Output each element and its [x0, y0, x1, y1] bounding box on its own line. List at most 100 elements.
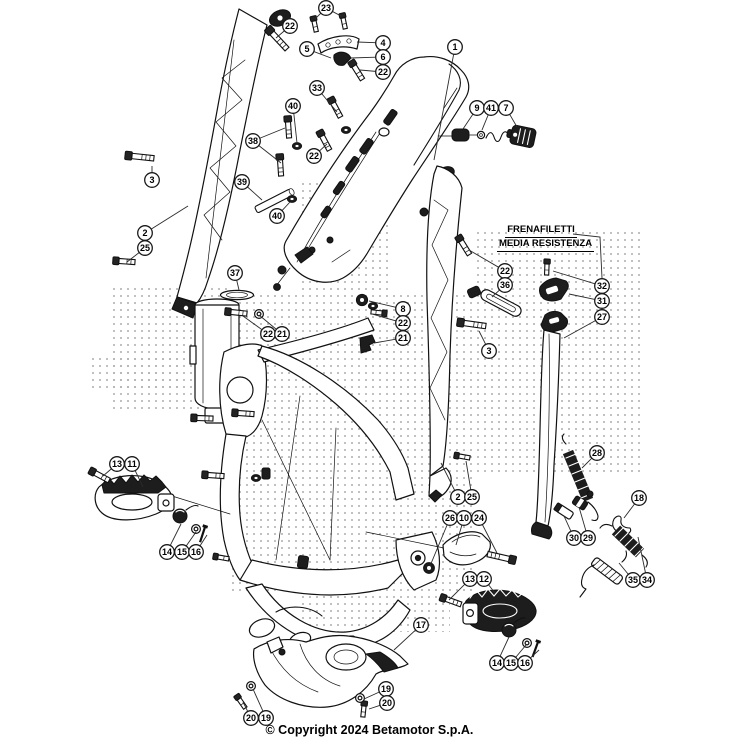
callout-22[interactable]: 22 — [395, 315, 411, 331]
callout-24[interactable]: 24 — [471, 510, 487, 526]
svg-text:19: 19 — [381, 684, 391, 694]
callout-22[interactable]: 22 — [260, 326, 276, 342]
callout-37[interactable]: 37 — [227, 265, 243, 281]
callout-1[interactable]: 1 — [447, 39, 463, 55]
svg-text:13: 13 — [465, 574, 475, 584]
part-seat-bracket — [317, 35, 360, 66]
callout-38[interactable]: 38 — [245, 133, 261, 149]
callout-20[interactable]: 20 — [379, 695, 395, 711]
callout-25[interactable]: 25 — [137, 240, 153, 256]
svg-text:9: 9 — [474, 103, 479, 113]
callout-7[interactable]: 7 — [498, 100, 514, 116]
bolt-20-right — [359, 700, 369, 718]
callout-27[interactable]: 27 — [594, 309, 610, 325]
callout-40[interactable]: 40 — [269, 208, 285, 224]
callout-3[interactable]: 3 — [144, 172, 160, 188]
svg-text:10: 10 — [459, 513, 469, 523]
callout-2[interactable]: 2 — [450, 489, 466, 505]
svg-text:21: 21 — [398, 333, 408, 343]
svg-text:17: 17 — [416, 620, 426, 630]
callout-14[interactable]: 14 — [159, 544, 175, 560]
callout-30[interactable]: 30 — [566, 530, 582, 546]
svg-text:1: 1 — [452, 42, 457, 52]
callout-22[interactable]: 22 — [375, 64, 391, 80]
svg-text:3: 3 — [149, 175, 154, 185]
svg-text:16: 16 — [520, 658, 530, 668]
svg-text:18: 18 — [634, 493, 644, 503]
svg-text:11: 11 — [127, 459, 137, 469]
svg-text:3: 3 — [486, 346, 491, 356]
callout-14[interactable]: 14 — [489, 655, 505, 671]
callout-32[interactable]: 32 — [594, 278, 610, 294]
callout-20[interactable]: 20 — [243, 710, 259, 726]
callout-4[interactable]: 4 — [375, 35, 391, 51]
svg-text:4: 4 — [380, 38, 385, 48]
svg-text:7: 7 — [503, 103, 508, 113]
washer-19-left — [246, 680, 256, 692]
callout-16[interactable]: 16 — [188, 544, 204, 560]
svg-text:23: 23 — [321, 3, 331, 13]
washer-33 — [340, 126, 352, 134]
callout-3[interactable]: 3 — [481, 343, 497, 359]
callout-13[interactable]: 13 — [462, 571, 478, 587]
callout-11[interactable]: 11 — [124, 456, 140, 472]
callout-28[interactable]: 28 — [589, 445, 605, 461]
callout-33[interactable]: 33 — [309, 80, 325, 96]
callout-5[interactable]: 5 — [299, 41, 315, 57]
callout-41[interactable]: 41 — [483, 100, 499, 116]
part-subframe-rail-right — [419, 165, 463, 503]
callout-13[interactable]: 13 — [109, 456, 125, 472]
callout-36[interactable]: 36 — [497, 277, 513, 293]
svg-text:31: 31 — [597, 296, 607, 306]
callout-21[interactable]: 21 — [274, 326, 290, 342]
hardware — [87, 11, 551, 718]
callout-26[interactable]: 26 — [442, 510, 458, 526]
callout-25[interactable]: 25 — [464, 489, 480, 505]
callout-19[interactable]: 19 — [258, 710, 274, 726]
part-nut-8 — [355, 293, 379, 310]
svg-text:15: 15 — [506, 658, 516, 668]
callout-22[interactable]: 22 — [282, 18, 298, 34]
svg-text:19: 19 — [261, 713, 271, 723]
callout-22[interactable]: 22 — [306, 148, 322, 164]
callout-21[interactable]: 21 — [395, 330, 411, 346]
bolt-38b — [275, 153, 286, 177]
callout-22[interactable]: 22 — [497, 263, 513, 279]
callout-31[interactable]: 31 — [594, 293, 610, 309]
callout-34[interactable]: 34 — [639, 572, 655, 588]
svg-text:12: 12 — [479, 574, 489, 584]
callout-15[interactable]: 15 — [174, 544, 190, 560]
callout-17[interactable]: 17 — [413, 617, 429, 633]
svg-text:28: 28 — [592, 448, 602, 458]
svg-text:22: 22 — [263, 329, 273, 339]
callout-15[interactable]: 15 — [503, 655, 519, 671]
callout-16[interactable]: 16 — [517, 655, 533, 671]
drawing — [87, 8, 648, 718]
callout-23[interactable]: 23 — [318, 0, 334, 16]
svg-text:36: 36 — [500, 280, 510, 290]
pin-39 — [254, 188, 295, 213]
callout-10[interactable]: 10 — [456, 510, 472, 526]
bolt-33 — [326, 95, 345, 120]
svg-text:27: 27 — [597, 312, 607, 322]
callout-9[interactable]: 9 — [469, 100, 485, 116]
callout-19[interactable]: 19 — [378, 681, 394, 697]
part-springs — [553, 433, 648, 598]
part-link-36 — [466, 285, 522, 317]
callout-40[interactable]: 40 — [285, 98, 301, 114]
callout-2[interactable]: 2 — [137, 225, 153, 241]
callout-29[interactable]: 29 — [580, 530, 596, 546]
svg-text:22: 22 — [378, 67, 388, 77]
callout-39[interactable]: 39 — [234, 174, 250, 190]
svg-text:40: 40 — [288, 101, 298, 111]
bolt-38a — [283, 115, 294, 139]
callout-6[interactable]: 6 — [375, 49, 391, 65]
svg-text:2: 2 — [142, 228, 147, 238]
washer-40a — [291, 142, 303, 150]
callout-8[interactable]: 8 — [395, 301, 411, 317]
callout-12[interactable]: 12 — [476, 571, 492, 587]
callout-18[interactable]: 18 — [631, 490, 647, 506]
callout-35[interactable]: 35 — [625, 572, 641, 588]
